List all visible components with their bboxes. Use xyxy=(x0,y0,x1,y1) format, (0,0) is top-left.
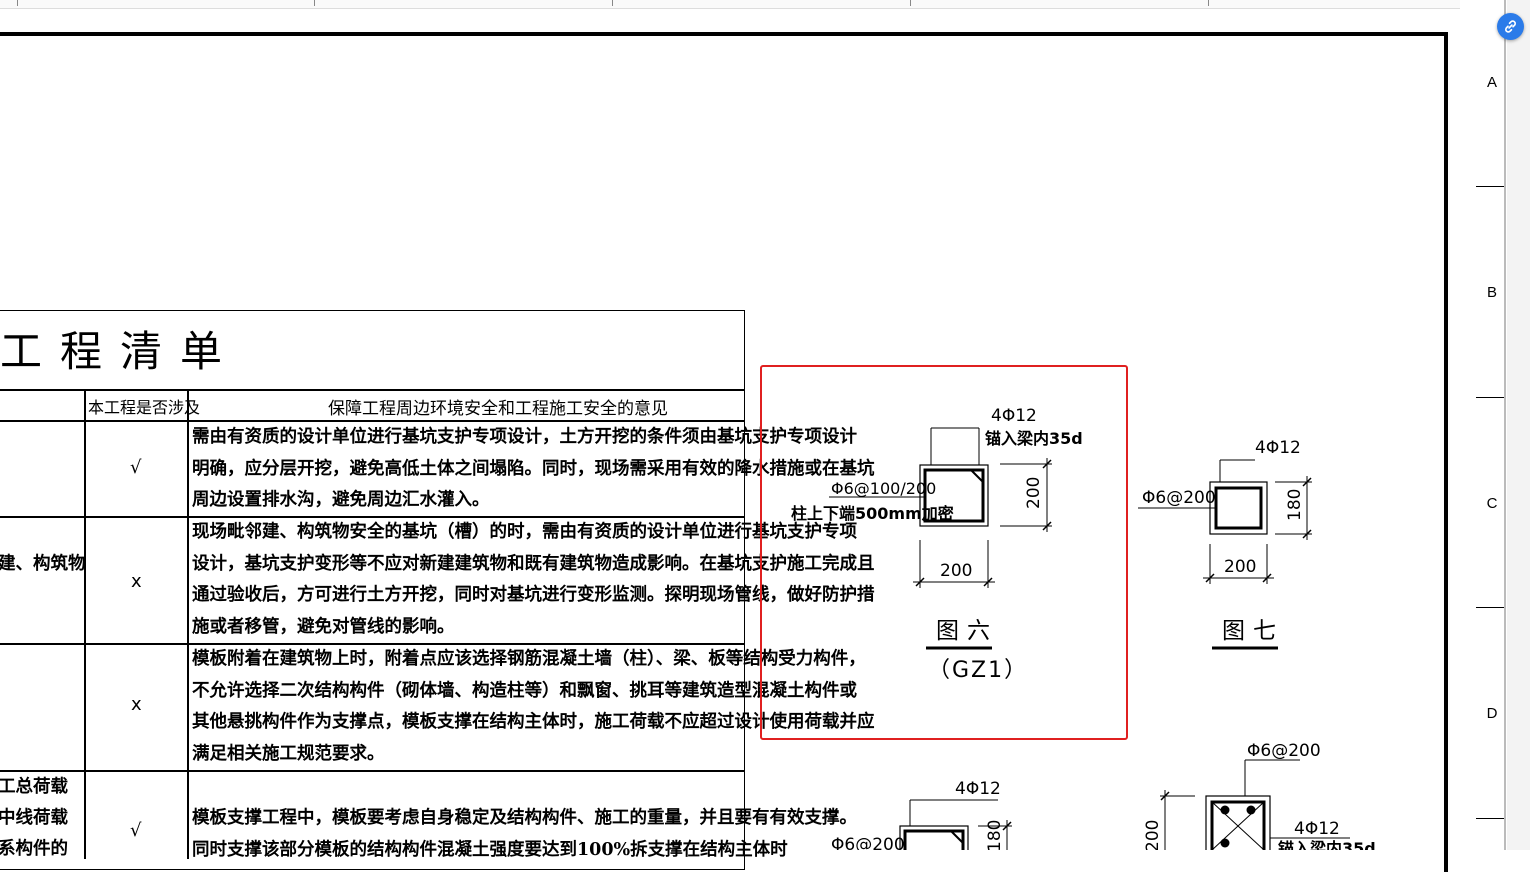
link-button[interactable] xyxy=(1497,13,1524,40)
zone-letter-b: B xyxy=(1486,284,1497,301)
fig6-caption: 图六 xyxy=(936,618,998,644)
figbl-stirrup: Φ6@200 xyxy=(831,835,905,850)
header-involved: 本工程是否涉及 xyxy=(88,398,201,417)
drawing-sheet-border xyxy=(0,32,1448,872)
header-opinion: 保障工程周边环境安全和工程施工安全的意见 xyxy=(328,399,668,419)
figbr-dim-height: 200 xyxy=(1143,820,1163,850)
rail-line xyxy=(1504,0,1506,850)
fig7-caption: 图七 xyxy=(1222,618,1284,644)
fig6-anchor: 锚入梁内35d xyxy=(985,429,1083,448)
table-rule xyxy=(0,420,745,422)
table-rule xyxy=(0,516,745,518)
zone-letter-c: C xyxy=(1486,495,1498,512)
table-rule xyxy=(0,643,745,645)
figbl-dim-height: 180 xyxy=(985,820,1005,850)
fig7-dim-height: 180 xyxy=(1285,489,1305,521)
row-opinion: 模板附着在建筑物上时，附着点应该选择钢筋混凝土墙（柱）、梁、板等结构受力构件， … xyxy=(192,649,875,764)
fig7-dim-width: 200 xyxy=(1224,557,1256,577)
fig7-rebar: 4Φ12 xyxy=(1255,438,1301,458)
row-mark: x xyxy=(131,694,142,715)
fig6-rebar: 4Φ12 xyxy=(991,406,1037,426)
figbr-rebar: 4Φ12 xyxy=(1294,819,1340,839)
rail-tick xyxy=(1476,818,1504,819)
figbl-rebar: 4Φ12 xyxy=(955,779,1001,799)
row-mark: √ xyxy=(130,820,142,841)
fig6-dim-width: 200 xyxy=(940,561,972,581)
zone-letter-a: A xyxy=(1486,74,1497,91)
table-rule xyxy=(0,389,745,391)
fig6-stirrup: Φ6@100/200 xyxy=(831,479,936,498)
rail-tick xyxy=(1476,607,1504,608)
section-drawings: 4Φ12 锚入梁内35d Φ6@100/200 柱上下端500mm加密 200 … xyxy=(791,406,1376,850)
row-left-label: 建、构筑物 xyxy=(0,554,86,574)
figbr-stirrup: Φ6@200 xyxy=(1247,741,1321,761)
rail-tick xyxy=(1476,186,1504,187)
row-opinion: 现场毗邻建、构筑物安全的基坑（槽）的时，需由有资质的设计单位进行基坑支护专项 设… xyxy=(192,522,875,637)
table-col-divider xyxy=(84,389,86,859)
fig6-note: 柱上下端500mm加密 xyxy=(791,504,954,523)
row-mark: x xyxy=(131,571,142,592)
rail-tick xyxy=(1476,397,1504,398)
scrollbar[interactable] xyxy=(1507,0,1530,850)
top-ruler xyxy=(0,0,1460,9)
fig6-subcaption: （GZ1） xyxy=(928,658,1028,683)
zone-rail xyxy=(1476,0,1504,850)
row-mark: √ xyxy=(130,457,142,478)
link-icon xyxy=(1505,20,1516,33)
row-opinion: 需由有资质的设计单位进行基坑支护专项设计，土方开挖的条件须由基坑支护专项设计 明… xyxy=(192,427,875,510)
fig7-stirrup: Φ6@200 xyxy=(1142,488,1216,508)
highlight-box[interactable] xyxy=(760,365,1128,740)
table-title: 工程清单 xyxy=(0,327,241,376)
zone-letter-d: D xyxy=(1486,705,1498,722)
table-rule xyxy=(0,770,745,772)
figbr-anchor: 锚入梁内35d xyxy=(1278,839,1376,850)
fig6-dim-height: 200 xyxy=(1024,477,1044,509)
table-col-divider xyxy=(187,389,189,859)
